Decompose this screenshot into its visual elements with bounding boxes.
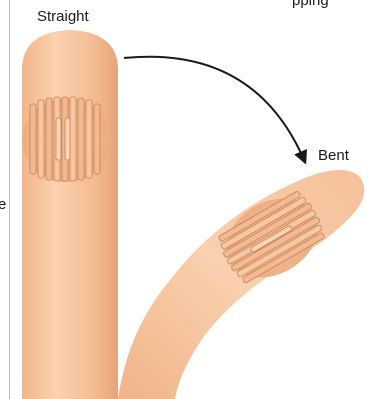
truncated-top-label: pping	[292, 0, 329, 8]
bend-direction-arrow	[124, 57, 305, 162]
straight-label: Straight	[37, 9, 89, 24]
bent-label: Bent	[318, 148, 349, 163]
truncated-left-label: e	[0, 197, 6, 212]
bent-cilium-body	[118, 170, 364, 399]
straight-microtubule-bundle	[30, 97, 100, 181]
straight-cilium-body	[22, 30, 118, 399]
